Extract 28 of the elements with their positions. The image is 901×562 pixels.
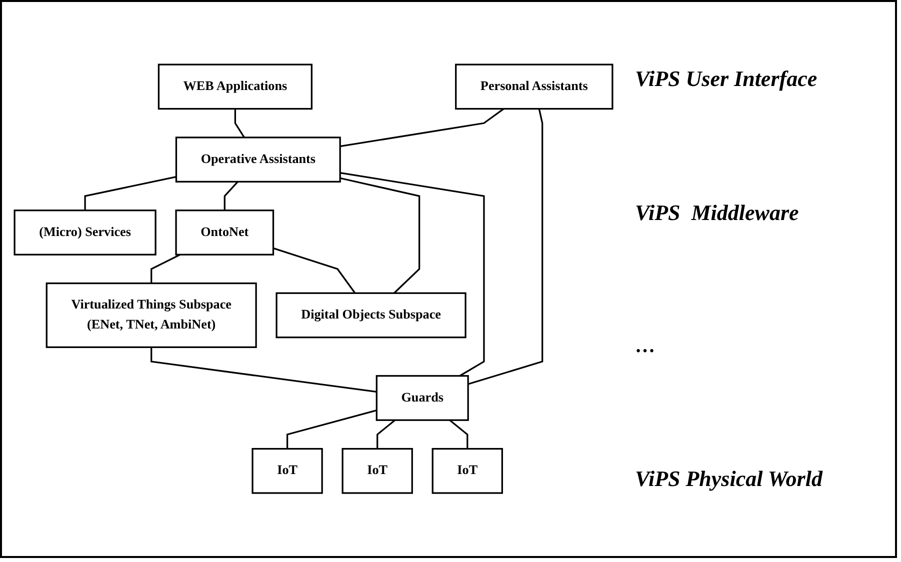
component-box: Digital Objects Subspace <box>276 292 466 338</box>
layer-label: ViPS User Interface <box>635 66 818 92</box>
ellipsis-text: … <box>635 334 656 358</box>
component-box: WEB Applications <box>158 64 312 110</box>
component-box: IoT <box>252 448 323 494</box>
component-box: IoT <box>342 448 413 494</box>
connector <box>340 178 420 294</box>
connector <box>376 420 396 449</box>
connector <box>340 108 504 148</box>
connector <box>150 347 377 393</box>
connector <box>150 254 181 284</box>
connector <box>84 176 176 211</box>
layer-label: ViPS Middleware <box>635 200 800 226</box>
connector <box>286 410 377 449</box>
connector <box>449 420 468 449</box>
component-box: Virtualized Things Subspace (ENet, TNet, AmbiNet) <box>46 282 257 348</box>
connector <box>340 172 485 377</box>
connector <box>468 108 544 386</box>
component-box: Personal Assistants <box>455 64 614 110</box>
component-box: Guards <box>376 375 469 422</box>
connector <box>273 248 356 294</box>
connector <box>234 109 245 138</box>
layer-label: ViPS Physical World <box>635 466 824 492</box>
component-box: IoT <box>432 448 503 494</box>
connector <box>224 181 238 211</box>
component-box: Operative Assistants <box>175 136 341 183</box>
component-box: OntoNet <box>175 210 274 256</box>
component-box: (Micro) Services <box>14 210 156 256</box>
